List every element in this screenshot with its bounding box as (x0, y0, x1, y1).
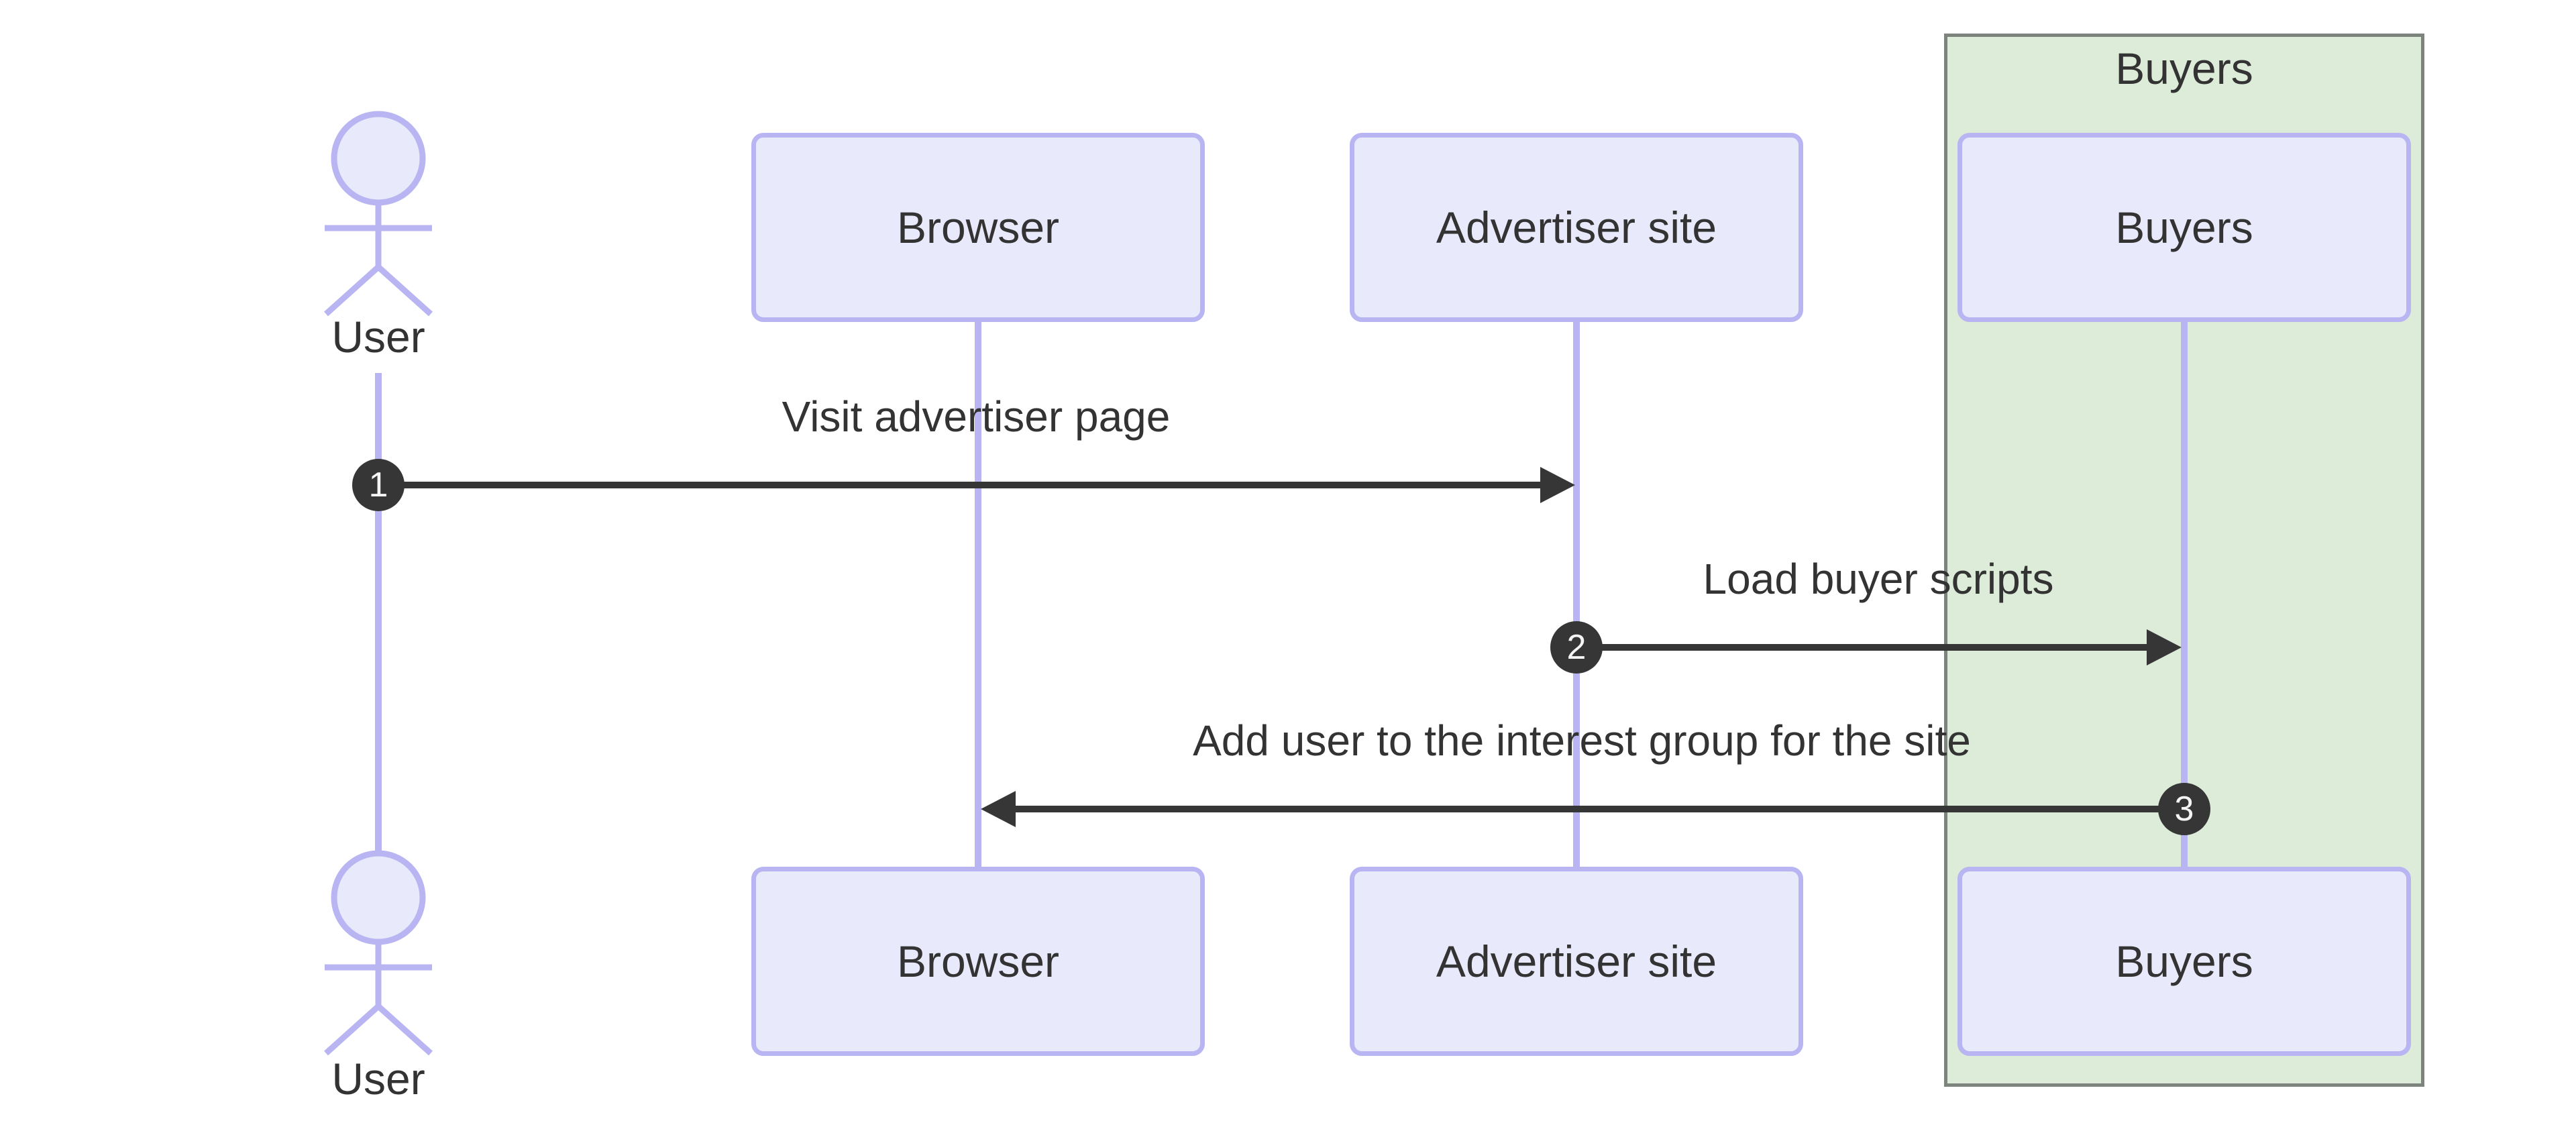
arrowhead-right-icon (1540, 467, 1575, 503)
actor-head (331, 850, 426, 945)
message-2-label: Load buyer scripts (1703, 555, 2054, 603)
participant-label: Buyers (2115, 937, 2253, 986)
actor-head (331, 111, 426, 206)
message-3-sequence-badge: 3 (2158, 783, 2210, 835)
participant-label: Advertiser site (1436, 203, 1717, 252)
participant-label: Browser (896, 203, 1060, 252)
actor-label-user-top: User (331, 312, 425, 362)
message-1-arrow (378, 467, 1575, 503)
participant-box-advertiser-site-bottom: Advertiser site (1350, 867, 1803, 1056)
message-1-sequence-badge: 1 (352, 459, 405, 511)
user-actor-icon-bottom (323, 850, 433, 1056)
message-3-label: Add user to the interest group for the s… (1193, 716, 1971, 765)
participant-box-buyers-bottom: Buyers (1957, 867, 2411, 1056)
actor-label-user-bottom: User (331, 1054, 425, 1104)
message-2-sequence-badge: 2 (1550, 621, 1603, 674)
participant-box-advertiser-site-top: Advertiser site (1350, 133, 1803, 322)
participant-label: Buyers (2115, 203, 2253, 252)
actor-leg-right (376, 1004, 433, 1056)
arrowhead-right-icon (2147, 629, 2182, 665)
actor-leg-left (323, 264, 381, 317)
participant-label: Browser (896, 937, 1060, 986)
message-1-label: Visit advertiser page (782, 392, 1171, 441)
participant-box-browser-bottom: Browser (751, 867, 1205, 1056)
arrowhead-left-icon (981, 791, 1016, 827)
participant-label: Advertiser site (1436, 937, 1717, 986)
message-2-arrow (1576, 629, 2182, 665)
actor-leg-left (323, 1004, 381, 1056)
participant-box-browser-top: Browser (751, 133, 1205, 322)
message-3-arrow (981, 791, 2184, 827)
user-actor-icon-top (323, 111, 433, 317)
actor-leg-right (376, 264, 433, 317)
participant-box-buyers-top: Buyers (1957, 133, 2411, 322)
buyers-group-label: Buyers (2115, 44, 2253, 93)
